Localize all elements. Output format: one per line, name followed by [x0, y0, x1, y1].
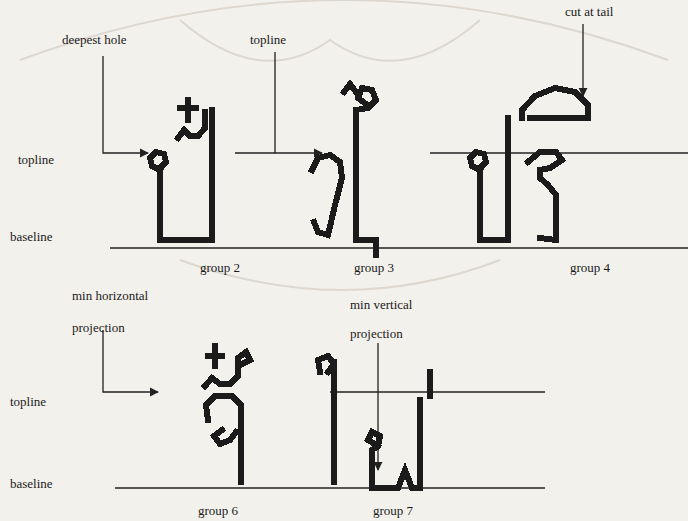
- leader-arrow: [103, 56, 148, 153]
- glyph-stroke: [356, 88, 376, 255]
- glyph-stroke: [206, 396, 241, 482]
- watermark-arc: [180, 260, 500, 290]
- annotation-label: group 4: [570, 260, 610, 276]
- glyph-stroke: [208, 346, 222, 366]
- topline-rule: [330, 391, 545, 392]
- annotation-label: min vertical projection: [350, 290, 432, 348]
- glyph-stroke: [318, 356, 334, 482]
- leader-arrow: [582, 24, 583, 96]
- annotation-label: group 7: [373, 503, 413, 519]
- annotation-label: topline: [250, 32, 286, 48]
- glyph-stroke: [368, 400, 420, 488]
- glyph-stroke: [470, 118, 508, 240]
- glyph-stroke: [180, 100, 196, 120]
- topline-rule: [235, 152, 275, 153]
- watermark-ornament: [180, 20, 480, 61]
- glyph-stroke: [427, 372, 433, 396]
- leader-arrow: [103, 330, 158, 392]
- watermark-emblem: [20, 0, 668, 290]
- glyph-stroke: [522, 88, 588, 118]
- watermark-arc: [20, 0, 668, 60]
- baseline-rule: [115, 487, 545, 488]
- leader-arrow: [275, 52, 322, 153]
- glyph-stroke: [528, 152, 562, 240]
- glyph-stroke: [214, 430, 236, 444]
- baseline-rule: [110, 247, 688, 248]
- annotation-label: group 6: [198, 503, 238, 519]
- annotation-label: baseline: [10, 476, 53, 492]
- glyph-stroke: [312, 155, 342, 235]
- annotation-label: topline: [10, 394, 46, 410]
- leader-arrow: [377, 343, 378, 470]
- annotation-label: deepest hole: [62, 32, 127, 48]
- annotation-label: cut at tail: [565, 4, 613, 20]
- glyph-stroke: [150, 110, 212, 240]
- glyph-stroke: [344, 84, 356, 92]
- annotation-label: baseline: [10, 229, 53, 245]
- annotation-label: topline: [18, 152, 54, 168]
- annotation-label: min horizontal projection: [72, 280, 164, 344]
- annotation-label: group 3: [354, 260, 394, 276]
- glyph-stroke: [178, 112, 205, 138]
- annotation-label: group 2: [200, 260, 240, 276]
